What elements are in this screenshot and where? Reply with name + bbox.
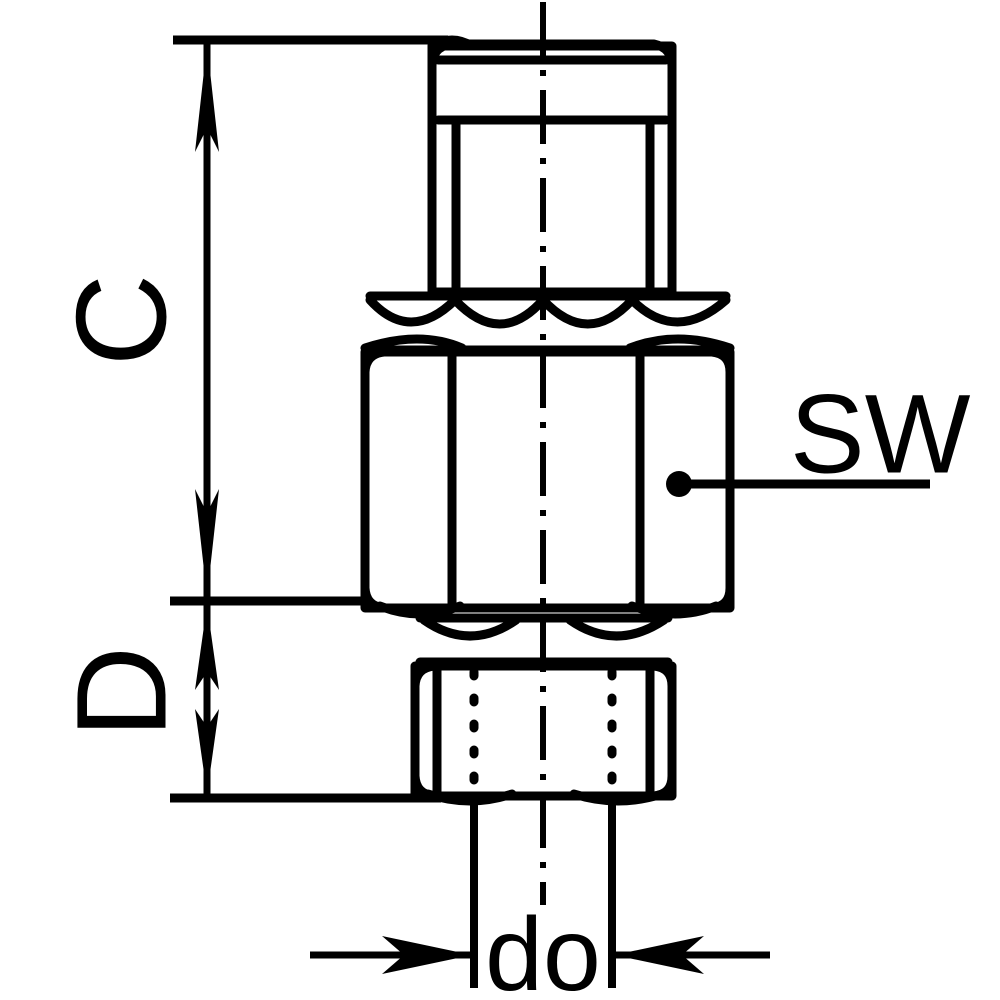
dimension-do-arrow-left — [382, 936, 472, 974]
hex-body — [360, 347, 735, 619]
dimension-c-arrow-bottom — [195, 489, 219, 597]
dimension-do-arrow-right — [614, 936, 704, 974]
part-geometry — [360, 35, 735, 806]
dimension-d-arrow-top — [195, 605, 219, 690]
do-extension-lines — [470, 800, 616, 988]
dimension-d-arrow-bottom — [195, 709, 219, 794]
dimension-label-sw: SW — [790, 372, 971, 497]
dimension-c-arrow-top — [195, 44, 219, 152]
dimension-label-d: D — [51, 646, 194, 738]
dimension-do — [310, 936, 770, 974]
dimension-c — [195, 40, 219, 601]
dimension-sw-leader — [666, 471, 930, 497]
shoulder-chamfer — [360, 291, 735, 355]
sw-leader-dot — [666, 471, 692, 497]
dimension-label-c: C — [51, 274, 194, 366]
dimension-label-do: do — [485, 897, 601, 1000]
extension-lines — [170, 35, 448, 803]
dimension-d — [195, 601, 219, 798]
top-nut — [427, 35, 677, 297]
hidden-bore-lines — [469, 667, 617, 795]
